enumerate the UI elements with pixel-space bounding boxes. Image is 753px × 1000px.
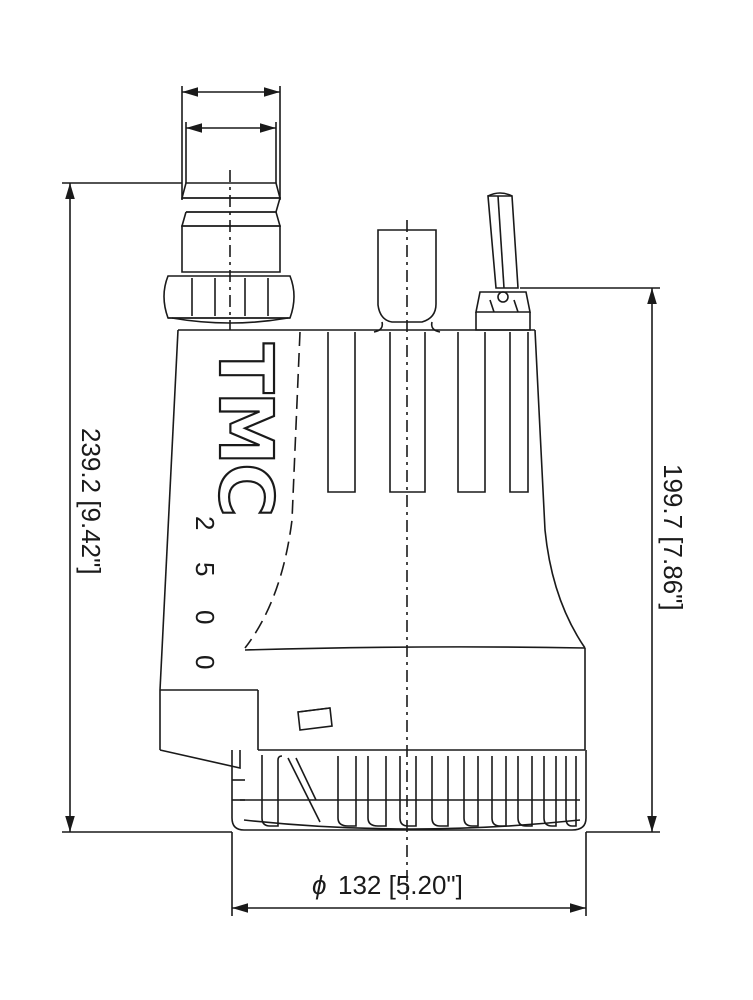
- strainer-base: [231, 750, 587, 831]
- diameter-dimension: [231, 832, 587, 916]
- outlet-dimension: [181, 86, 281, 200]
- power-cable: [475, 192, 531, 331]
- diameter-label: ϕ 132 [5.20"]: [312, 870, 463, 900]
- pump-housing: [159, 329, 586, 769]
- diameter-symbol: ϕ: [312, 870, 326, 900]
- model-digit-4: 0: [190, 655, 220, 669]
- diameter-value: 132 [5.20"]: [338, 870, 463, 900]
- outlet-hose-barb: [180, 170, 282, 330]
- brand-text: TMC: [202, 343, 288, 515]
- hex-nut: [163, 275, 295, 324]
- overall-height-dimension: [62, 182, 232, 833]
- body-height-label: 199.7 [7.86"]: [658, 464, 688, 611]
- body-ribs: [327, 220, 529, 900]
- model-digit-1: 2: [190, 516, 220, 530]
- top-handle: [373, 229, 441, 333]
- overall-height-label: 239.2 [9.42"]: [76, 428, 106, 575]
- model-digit-2: 5: [190, 562, 220, 576]
- body-height-dimension: [520, 287, 660, 833]
- model-number: 2 5 0 0: [190, 516, 220, 669]
- brand-logo: TMC: [201, 342, 289, 517]
- model-digit-3: 0: [190, 610, 220, 624]
